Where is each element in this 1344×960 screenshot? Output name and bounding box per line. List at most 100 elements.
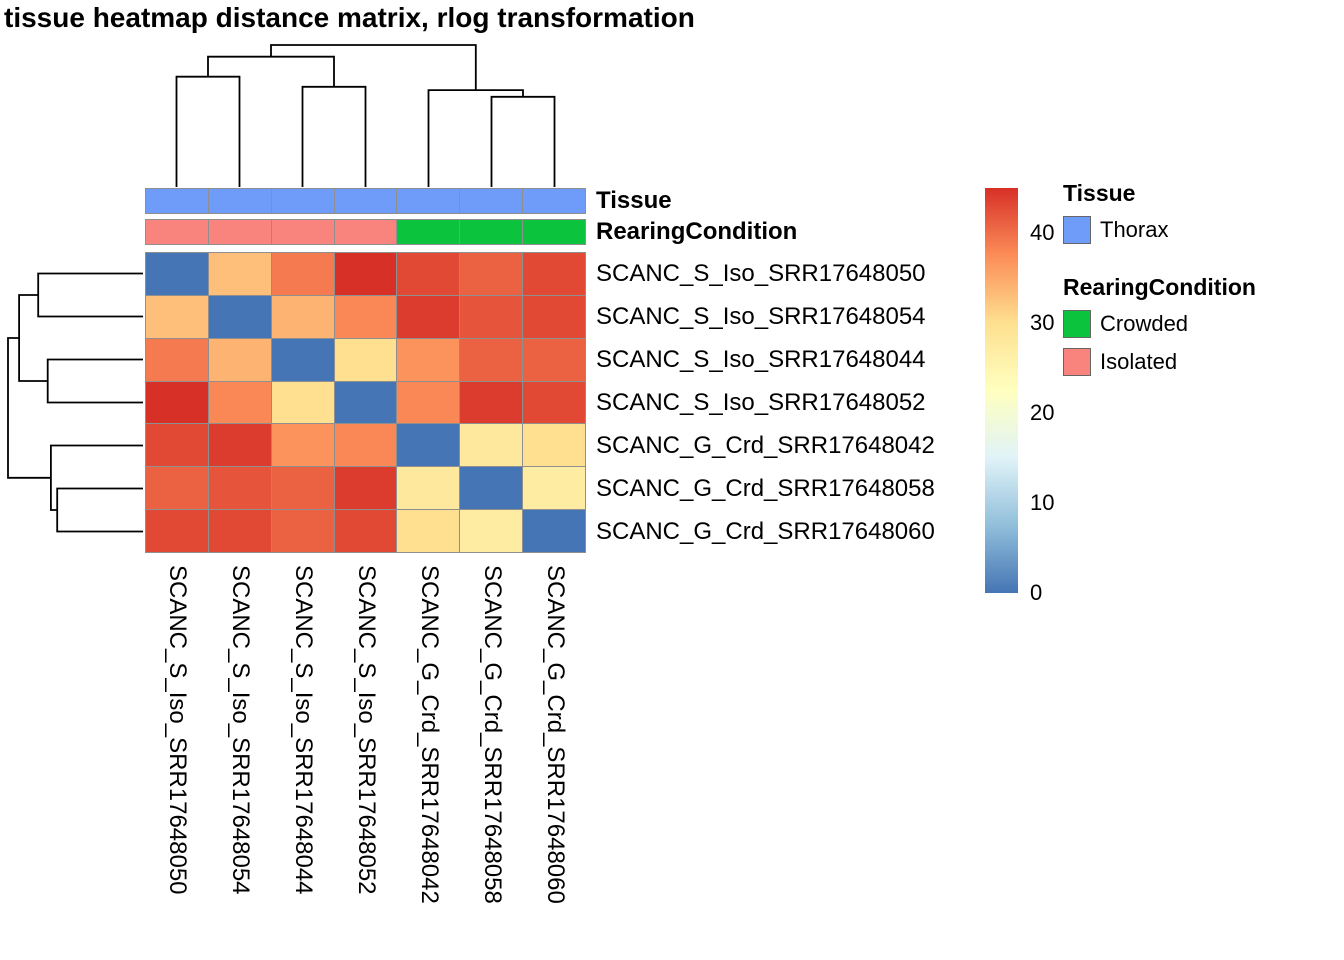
legend-item-isolated: Isolated — [1063, 348, 1177, 376]
heatmap-cell — [460, 253, 523, 295]
heatmap-cell — [146, 510, 208, 552]
heatmap-cell — [334, 424, 397, 467]
heatmap-cell — [523, 295, 585, 338]
heatmap-cell — [334, 510, 397, 552]
legend-item-crowded: Crowded — [1063, 310, 1188, 338]
heatmap-cell — [397, 467, 460, 510]
annotation-cell-thorax — [397, 189, 460, 213]
tissue-annotation-bar — [145, 188, 586, 214]
heatmap-grid — [145, 252, 586, 553]
heatmap-cell — [208, 381, 271, 424]
heatmap-cell — [271, 253, 334, 295]
colorbar-tick-label: 40 — [1030, 220, 1055, 245]
heatmap-cell — [397, 381, 460, 424]
tissue-annotation-label: Tissue — [596, 187, 672, 214]
isolated-color-swatch — [1063, 348, 1091, 376]
annotation-cell-isolated — [146, 220, 208, 244]
color-scale-bar — [985, 188, 1018, 593]
column-label: SCANC_G_Crd_SRR17648042 — [415, 565, 443, 904]
colorbar-tick-label: 0 — [1030, 580, 1043, 605]
heatmap-cell — [208, 253, 271, 295]
heatmap-cell — [334, 253, 397, 295]
dendrogram-branch — [37, 272, 143, 318]
row-label: SCANC_S_Iso_SRR17648054 — [596, 302, 926, 330]
heatmap-cell — [334, 295, 397, 338]
heatmap-cell — [208, 295, 271, 338]
row-label: SCANC_S_Iso_SRR17648052 — [596, 388, 926, 416]
heatmap-cell — [397, 424, 460, 467]
rearing-annotation-label: RearingCondition — [596, 218, 798, 245]
heatmap-cell — [334, 381, 397, 424]
heatmap-cell — [460, 295, 523, 338]
heatmap-cell — [397, 510, 460, 552]
dendrogram-branch — [490, 95, 556, 187]
heatmap-cell — [397, 253, 460, 295]
heatmap-cell — [460, 424, 523, 467]
heatmap-cell — [208, 338, 271, 381]
annotation-cell-isolated — [271, 220, 334, 244]
heatmap-cell — [208, 424, 271, 467]
heatmap-cell — [271, 510, 334, 552]
dendrogram-branch — [270, 44, 477, 91]
dendrogram-branch — [7, 337, 51, 479]
heatmap-cell — [397, 295, 460, 338]
heatmap-cell — [271, 295, 334, 338]
heatmap-cell — [523, 338, 585, 381]
dendrogram-branch — [175, 75, 241, 187]
dendrogram-branch — [18, 294, 48, 382]
row-label: SCANC_S_Iso_SRR17648044 — [596, 345, 926, 373]
annotation-cell-thorax — [523, 189, 585, 213]
colorbar-tick-label: 10 — [1030, 490, 1055, 515]
tissue-legend-heading: Tissue — [1063, 180, 1136, 206]
heatmap-cell — [146, 381, 208, 424]
column-label: SCANC_S_Iso_SRR17648054 — [226, 565, 254, 895]
column-label: SCANC_G_Crd_SRR17648058 — [478, 565, 506, 904]
heatmap-cell — [460, 381, 523, 424]
legend-item-thorax: Thorax — [1063, 216, 1168, 244]
column-label: SCANC_S_Iso_SRR17648044 — [289, 565, 317, 895]
dendrogram-branch — [427, 89, 524, 187]
dendrogram-branch — [301, 85, 367, 187]
heatmap-cell — [146, 424, 208, 467]
heatmap-cell — [146, 295, 208, 338]
heatmap-cell — [208, 467, 271, 510]
heatmap-cell — [271, 424, 334, 467]
heatmap-cell — [146, 253, 208, 295]
heatmap-cell — [523, 467, 585, 510]
annotation-cell-thorax — [334, 189, 397, 213]
heatmap-cell — [397, 338, 460, 381]
heatmap-cell — [523, 510, 585, 552]
colorbar-tick-label: 30 — [1030, 310, 1055, 335]
annotation-cell-thorax — [146, 189, 208, 213]
crowded-color-swatch — [1063, 310, 1091, 338]
heatmap-cell — [523, 424, 585, 467]
column-label: SCANC_S_Iso_SRR17648050 — [163, 565, 191, 895]
dendrogram-branch — [50, 444, 143, 511]
column-label: SCANC_G_Crd_SRR17648060 — [541, 565, 569, 904]
colorbar-tick-label: 20 — [1030, 400, 1055, 425]
heatmap-cell — [146, 338, 208, 381]
annotation-cell-crowded — [523, 220, 585, 244]
heatmap-cell — [460, 510, 523, 552]
heatmap-cell — [334, 338, 397, 381]
annotation-cell-thorax — [271, 189, 334, 213]
rearing-legend-heading: RearingCondition — [1063, 274, 1256, 300]
heatmap-cell — [523, 381, 585, 424]
heatmap-cell — [460, 338, 523, 381]
page-title: tissue heatmap distance matrix, rlog tra… — [4, 2, 695, 33]
heatmap-cell — [271, 467, 334, 510]
heatmap-cell — [271, 381, 334, 424]
annotation-cell-isolated — [334, 220, 397, 244]
annotation-cell-isolated — [208, 220, 271, 244]
dendrogram-branch — [56, 487, 143, 533]
rearing-annotation-bar — [145, 219, 586, 245]
thorax-label: Thorax — [1100, 217, 1169, 242]
heatmap-cell — [208, 510, 271, 552]
annotation-cell-thorax — [460, 189, 523, 213]
crowded-label: Crowded — [1100, 311, 1189, 336]
row-label: SCANC_S_Iso_SRR17648050 — [596, 259, 926, 287]
thorax-color-swatch — [1063, 216, 1091, 244]
row-label: SCANC_G_Crd_SRR17648058 — [596, 474, 935, 502]
row-label: SCANC_G_Crd_SRR17648060 — [596, 517, 935, 545]
